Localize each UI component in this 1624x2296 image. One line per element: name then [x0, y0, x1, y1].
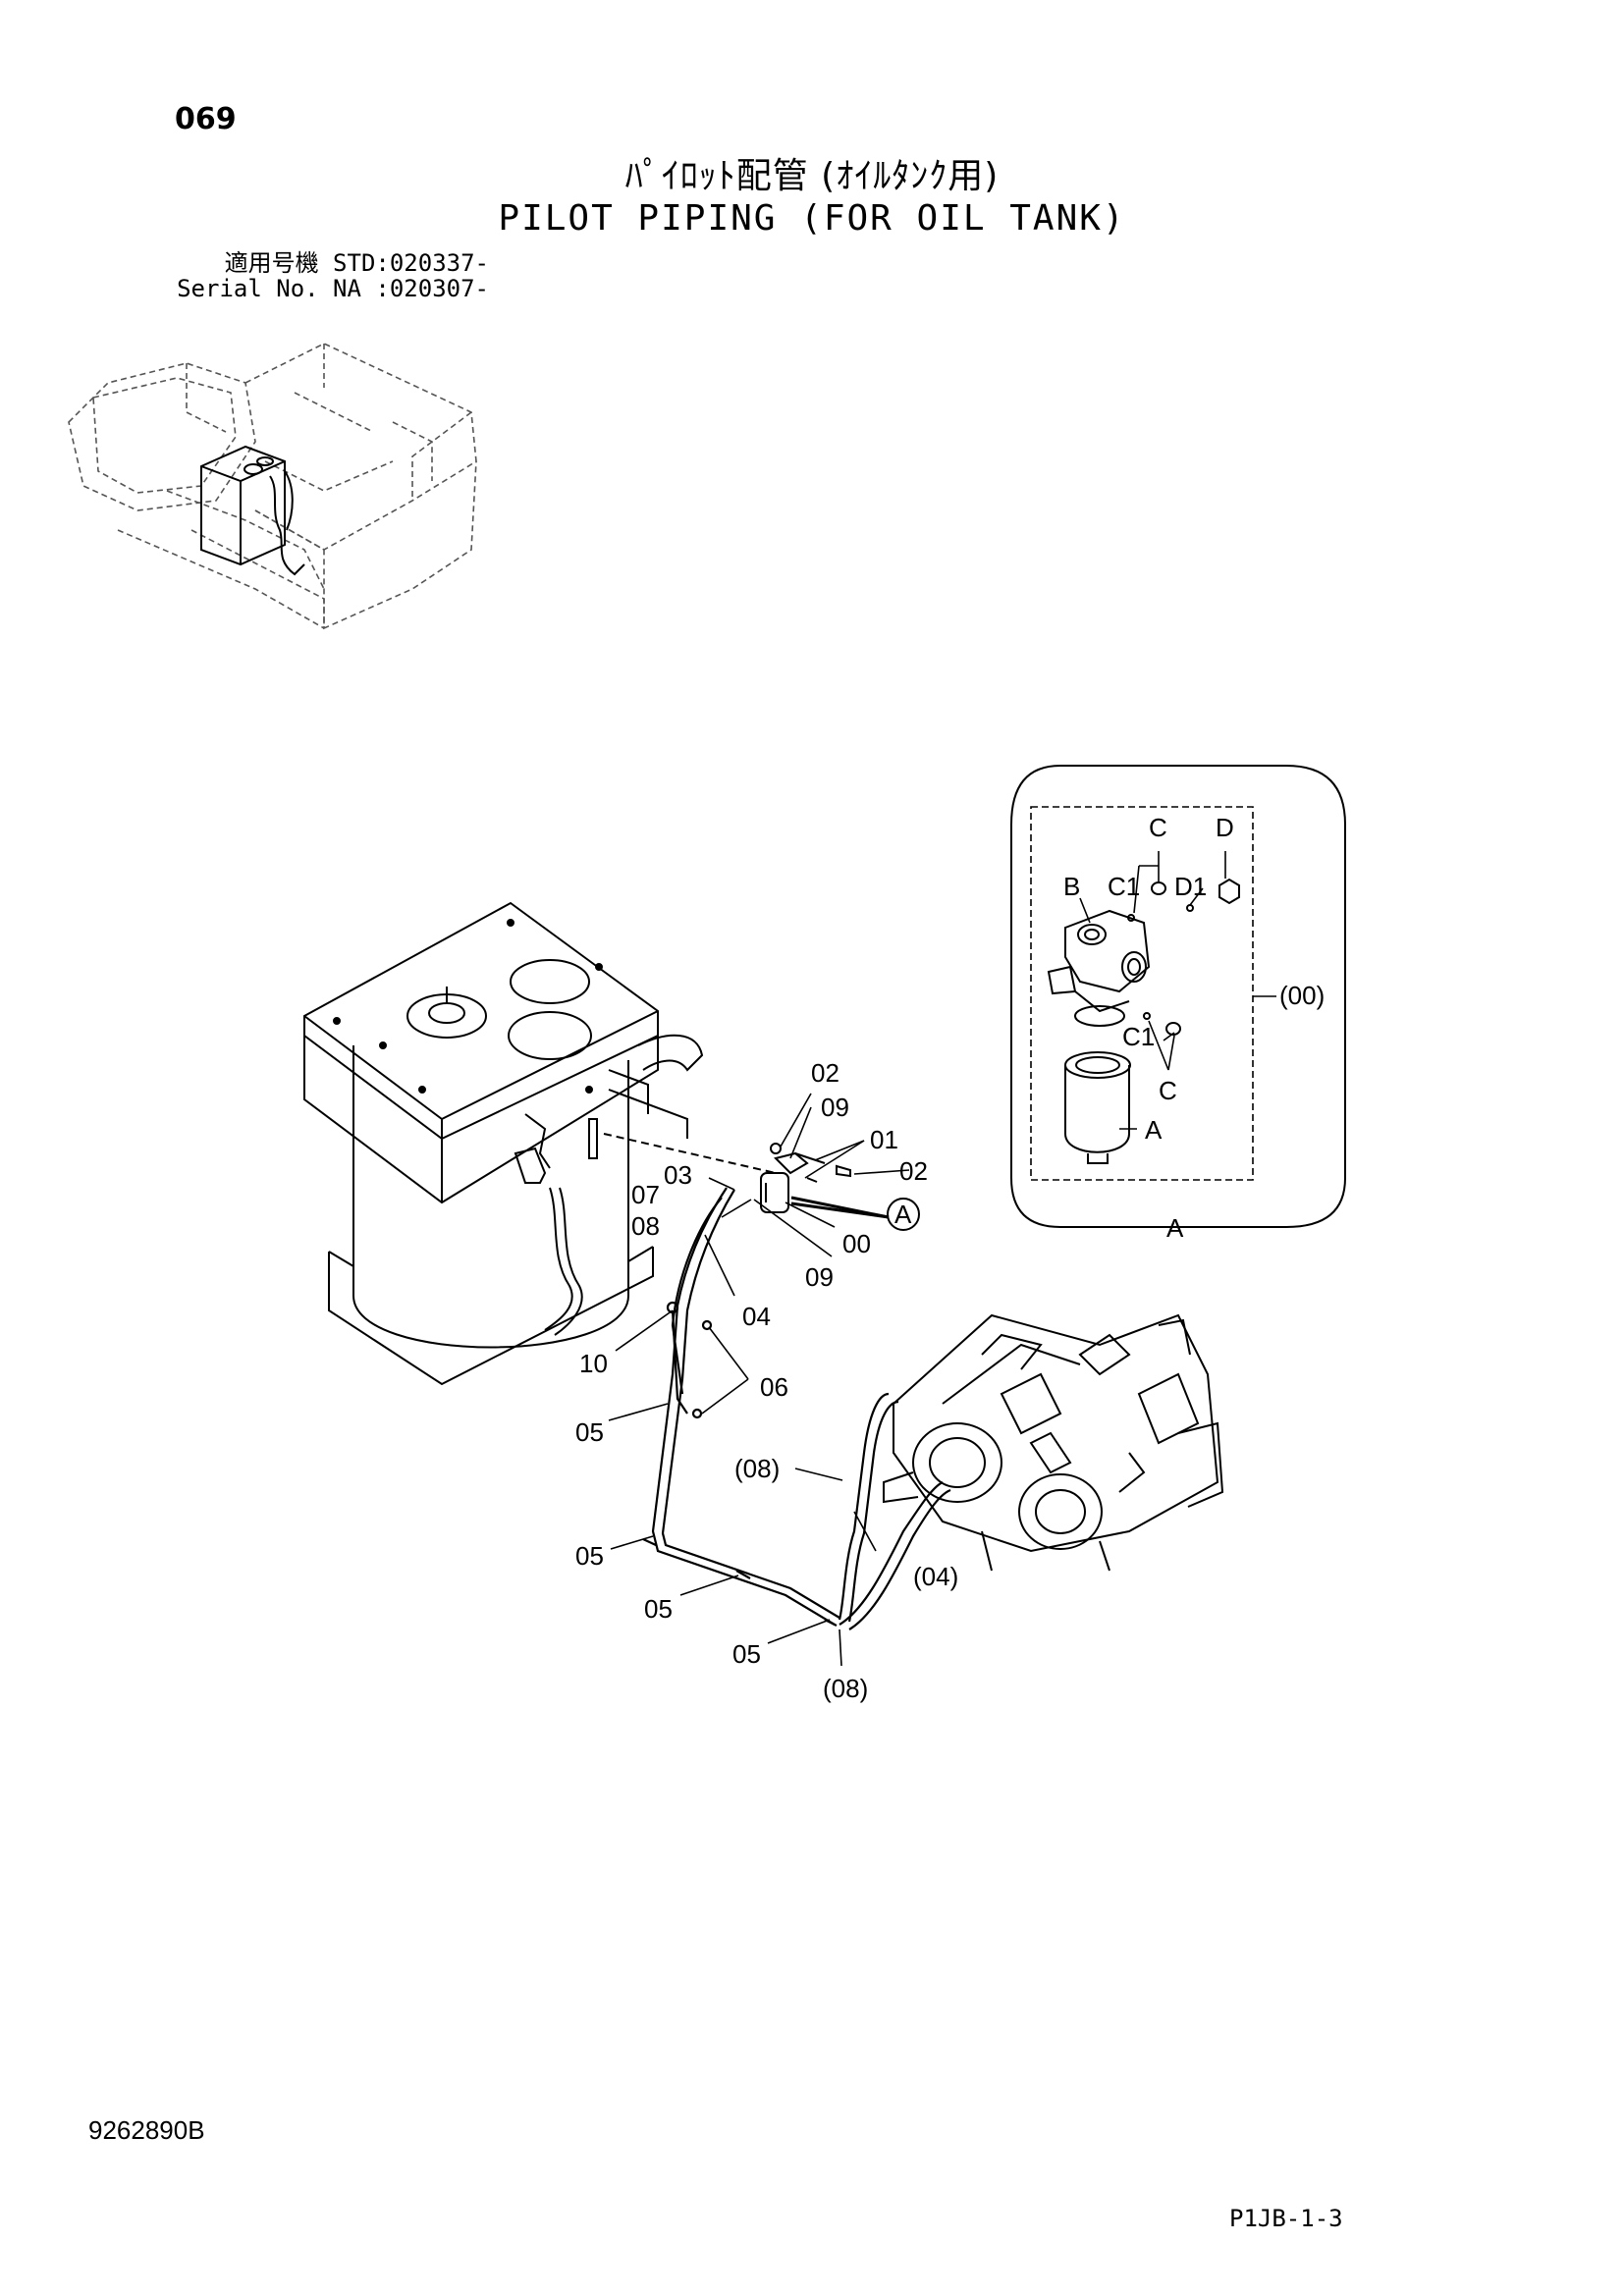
overview-tank-highlight: [200, 445, 305, 576]
callout-02-top: 02: [811, 1058, 839, 1088]
callout-07: 07: [631, 1180, 660, 1209]
callout-10: 10: [579, 1349, 608, 1378]
callout-00: 00: [842, 1229, 871, 1258]
callout-02-right: 02: [899, 1156, 928, 1186]
page-code: P1JB-1-3: [1229, 2205, 1343, 2232]
detail-label-c1-bottom: C1: [1122, 1022, 1155, 1051]
callout-09-bottom: 09: [805, 1262, 834, 1292]
detail-a-frame: [1010, 765, 1346, 1228]
detail-label-a-inner: A: [1145, 1115, 1163, 1145]
callout-05-d: 05: [732, 1639, 761, 1669]
callout-01: 01: [870, 1125, 898, 1154]
oil-tank: [303, 901, 704, 1386]
callout-05-c: 05: [644, 1594, 673, 1624]
callout-labels: 02 09 01 02 03 07 08 00 09 04 10 06 05 0…: [575, 1058, 958, 1703]
drawing-number: 9262890B: [88, 2115, 205, 2145]
callout-09-top: 09: [821, 1093, 849, 1122]
detail-leader-lines: [1079, 851, 1226, 1130]
hydraulic-pump: [883, 1313, 1224, 1572]
callout-circle-a: A: [887, 1198, 920, 1231]
detail-filter-element: [1064, 1051, 1131, 1164]
detail-label-c-bottom: C: [1159, 1076, 1177, 1105]
tank-side-hose: [514, 1113, 598, 1336]
callout-circle-a-label: A: [894, 1200, 912, 1229]
machine-overview-sketch: [68, 343, 477, 630]
detail-label-d1: D1: [1174, 872, 1207, 901]
detail-label-a-bottom: A: [1166, 1213, 1184, 1243]
serial-line-2: Serial No. NA :020307-: [177, 275, 489, 302]
callout-08: 08: [631, 1211, 660, 1241]
serial-line-1: 適用号機 STD:020337-: [224, 249, 489, 277]
detail-filter-head: [1047, 878, 1240, 1036]
callout-04-paren: (04): [913, 1562, 958, 1591]
callout-08-paren-bottom: (08): [823, 1674, 868, 1703]
title-japanese: ﾊﾟｲﾛｯﾄ配管 (ｵｲﾙﾀﾝｸ用): [624, 156, 1000, 196]
detail-label-c1-top: C1: [1108, 872, 1140, 901]
detail-label-d-top: D: [1216, 813, 1234, 842]
callout-05-a: 05: [575, 1417, 604, 1447]
page-number: 069: [175, 102, 237, 136]
pilot-hoses: [642, 1187, 951, 1630]
callout-03: 03: [664, 1160, 692, 1190]
leader-lines: [608, 1093, 910, 1667]
detail-labels: C D B C1 D1 (00) C1 C A A: [1063, 813, 1325, 1243]
callout-08-paren-top: (08): [734, 1454, 780, 1483]
detail-label-b: B: [1063, 872, 1080, 901]
detail-label-00: (00): [1279, 981, 1325, 1010]
detail-label-c-top: C: [1149, 813, 1167, 842]
title-english: PILOT PIPING (FOR OIL TANK): [498, 198, 1126, 239]
pilot-filter-assembly: [603, 1133, 851, 1213]
callout-04: 04: [742, 1302, 771, 1331]
callout-05-b: 05: [575, 1541, 604, 1571]
callout-06: 06: [760, 1372, 788, 1402]
